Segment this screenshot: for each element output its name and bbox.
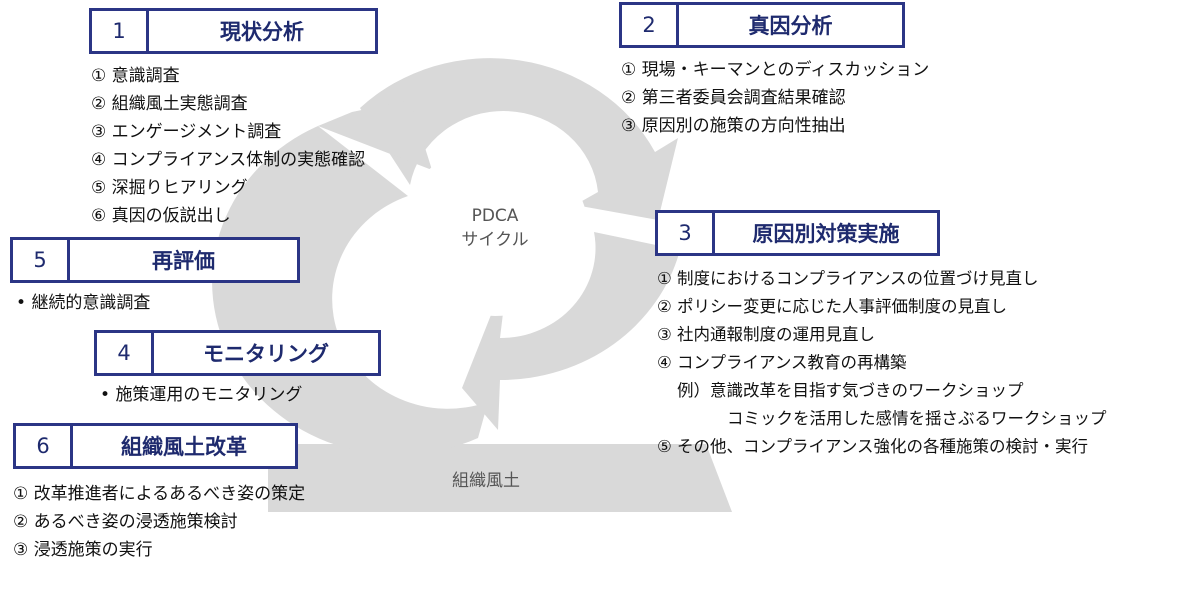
culture-base-shape bbox=[268, 444, 732, 512]
section-3-item: ⑤ その他、コンプライアンス強化の各種施策の検討・実行 bbox=[657, 437, 1089, 456]
culture-base-label: 組織風土 bbox=[452, 471, 520, 491]
section-6-item: ② あるべき姿の浸透施策検討 bbox=[13, 512, 238, 532]
section-5-item-text: 継続的意識調査 bbox=[31, 293, 151, 313]
section-1-item: ③ エンゲージメント調査 bbox=[91, 122, 282, 142]
section-5-number: 5 bbox=[13, 240, 70, 280]
section-5-header: 5 再評価 bbox=[10, 237, 300, 283]
section-4-item: • 施策運用のモニタリング bbox=[100, 381, 302, 409]
section-1-item: ⑥ 真因の仮説出し bbox=[91, 206, 231, 226]
cycle-arrow-bottom-right bbox=[462, 232, 680, 430]
section-5-title: 再評価 bbox=[152, 249, 215, 273]
section-2-item: ③ 原因別の施策の方向性抽出 bbox=[621, 116, 846, 136]
section-3-header: 3 原因別対策実施 bbox=[655, 210, 940, 256]
cycle-arrow-top-right bbox=[360, 58, 678, 220]
section-1-header: 1 現状分析 bbox=[89, 8, 378, 54]
center-label-line2: サイクル bbox=[461, 230, 529, 250]
section-2-number: 2 bbox=[622, 5, 679, 45]
section-3-title: 原因別対策実施 bbox=[752, 222, 900, 246]
section-1-items: ① 意識調査 ② 組織風土実態調査 ③ エンゲージメント調査 ④ コンプライアン… bbox=[91, 62, 365, 230]
section-3-example: 例）意識改革を目指す気づきのワークショップ bbox=[677, 381, 1024, 400]
section-2-item: ① 現場・キーマンとのディスカッション bbox=[621, 60, 930, 80]
section-4-number: 4 bbox=[97, 333, 154, 373]
section-3-item: ① 制度におけるコンプライアンスの位置づけ見直し bbox=[657, 269, 1039, 288]
section-2-items: ① 現場・キーマンとのディスカッション ② 第三者委員会調査結果確認 ③ 原因別… bbox=[621, 56, 929, 140]
section-4-title: モニタリング bbox=[203, 342, 329, 366]
cycle-center-label: PDCA サイクル bbox=[430, 204, 560, 252]
section-6-item: ① 改革推進者によるあるべき姿の策定 bbox=[13, 484, 306, 504]
section-6-header: 6 組織風土改革 bbox=[13, 423, 298, 469]
bullet-dot-icon: • bbox=[16, 293, 32, 313]
section-5-item: • 継続的意識調査 bbox=[16, 289, 150, 317]
section-3-items: ① 制度におけるコンプライアンスの位置づけ見直し ② ポリシー変更に応じた人事評… bbox=[657, 265, 1107, 461]
section-3-item: ③ 社内通報制度の運用見直し bbox=[657, 325, 876, 344]
section-4-header: 4 モニタリング bbox=[94, 330, 381, 376]
section-4-item-text: 施策運用のモニタリング bbox=[115, 385, 303, 405]
bullet-dot-icon: • bbox=[100, 385, 116, 405]
section-6-number: 6 bbox=[16, 426, 73, 466]
section-1-title: 現状分析 bbox=[220, 20, 304, 44]
section-3-number: 3 bbox=[658, 213, 715, 253]
section-2-item: ② 第三者委員会調査結果確認 bbox=[621, 88, 846, 108]
section-6-title: 組織風土改革 bbox=[121, 435, 247, 459]
section-2-header: 2 真因分析 bbox=[619, 2, 905, 48]
section-1-item: ④ コンプライアンス体制の実態確認 bbox=[91, 150, 366, 170]
cycle-center-hole bbox=[402, 144, 588, 316]
section-3-item: ④ コンプライアンス教育の再構築 bbox=[657, 353, 907, 372]
section-6-item: ③ 浸透施策の実行 bbox=[13, 540, 153, 560]
section-2-title: 真因分析 bbox=[748, 14, 833, 38]
section-6-items: ① 改革推進者によるあるべき姿の策定 ② あるべき姿の浸透施策検討 ③ 浸透施策… bbox=[13, 480, 305, 564]
section-3-example: コミックを活用した感情を揺さぶるワークショップ bbox=[727, 409, 1107, 428]
section-1-item: ② 組織風土実態調査 bbox=[91, 94, 248, 114]
section-1-item: ⑤ 深掘りヒアリング bbox=[91, 178, 248, 198]
section-1-item: ① 意識調査 bbox=[91, 66, 180, 86]
section-1-number: 1 bbox=[92, 11, 149, 51]
section-3-item: ② ポリシー変更に応じた人事評価制度の見直し bbox=[657, 297, 1008, 316]
center-label-line1: PDCA bbox=[471, 206, 519, 226]
